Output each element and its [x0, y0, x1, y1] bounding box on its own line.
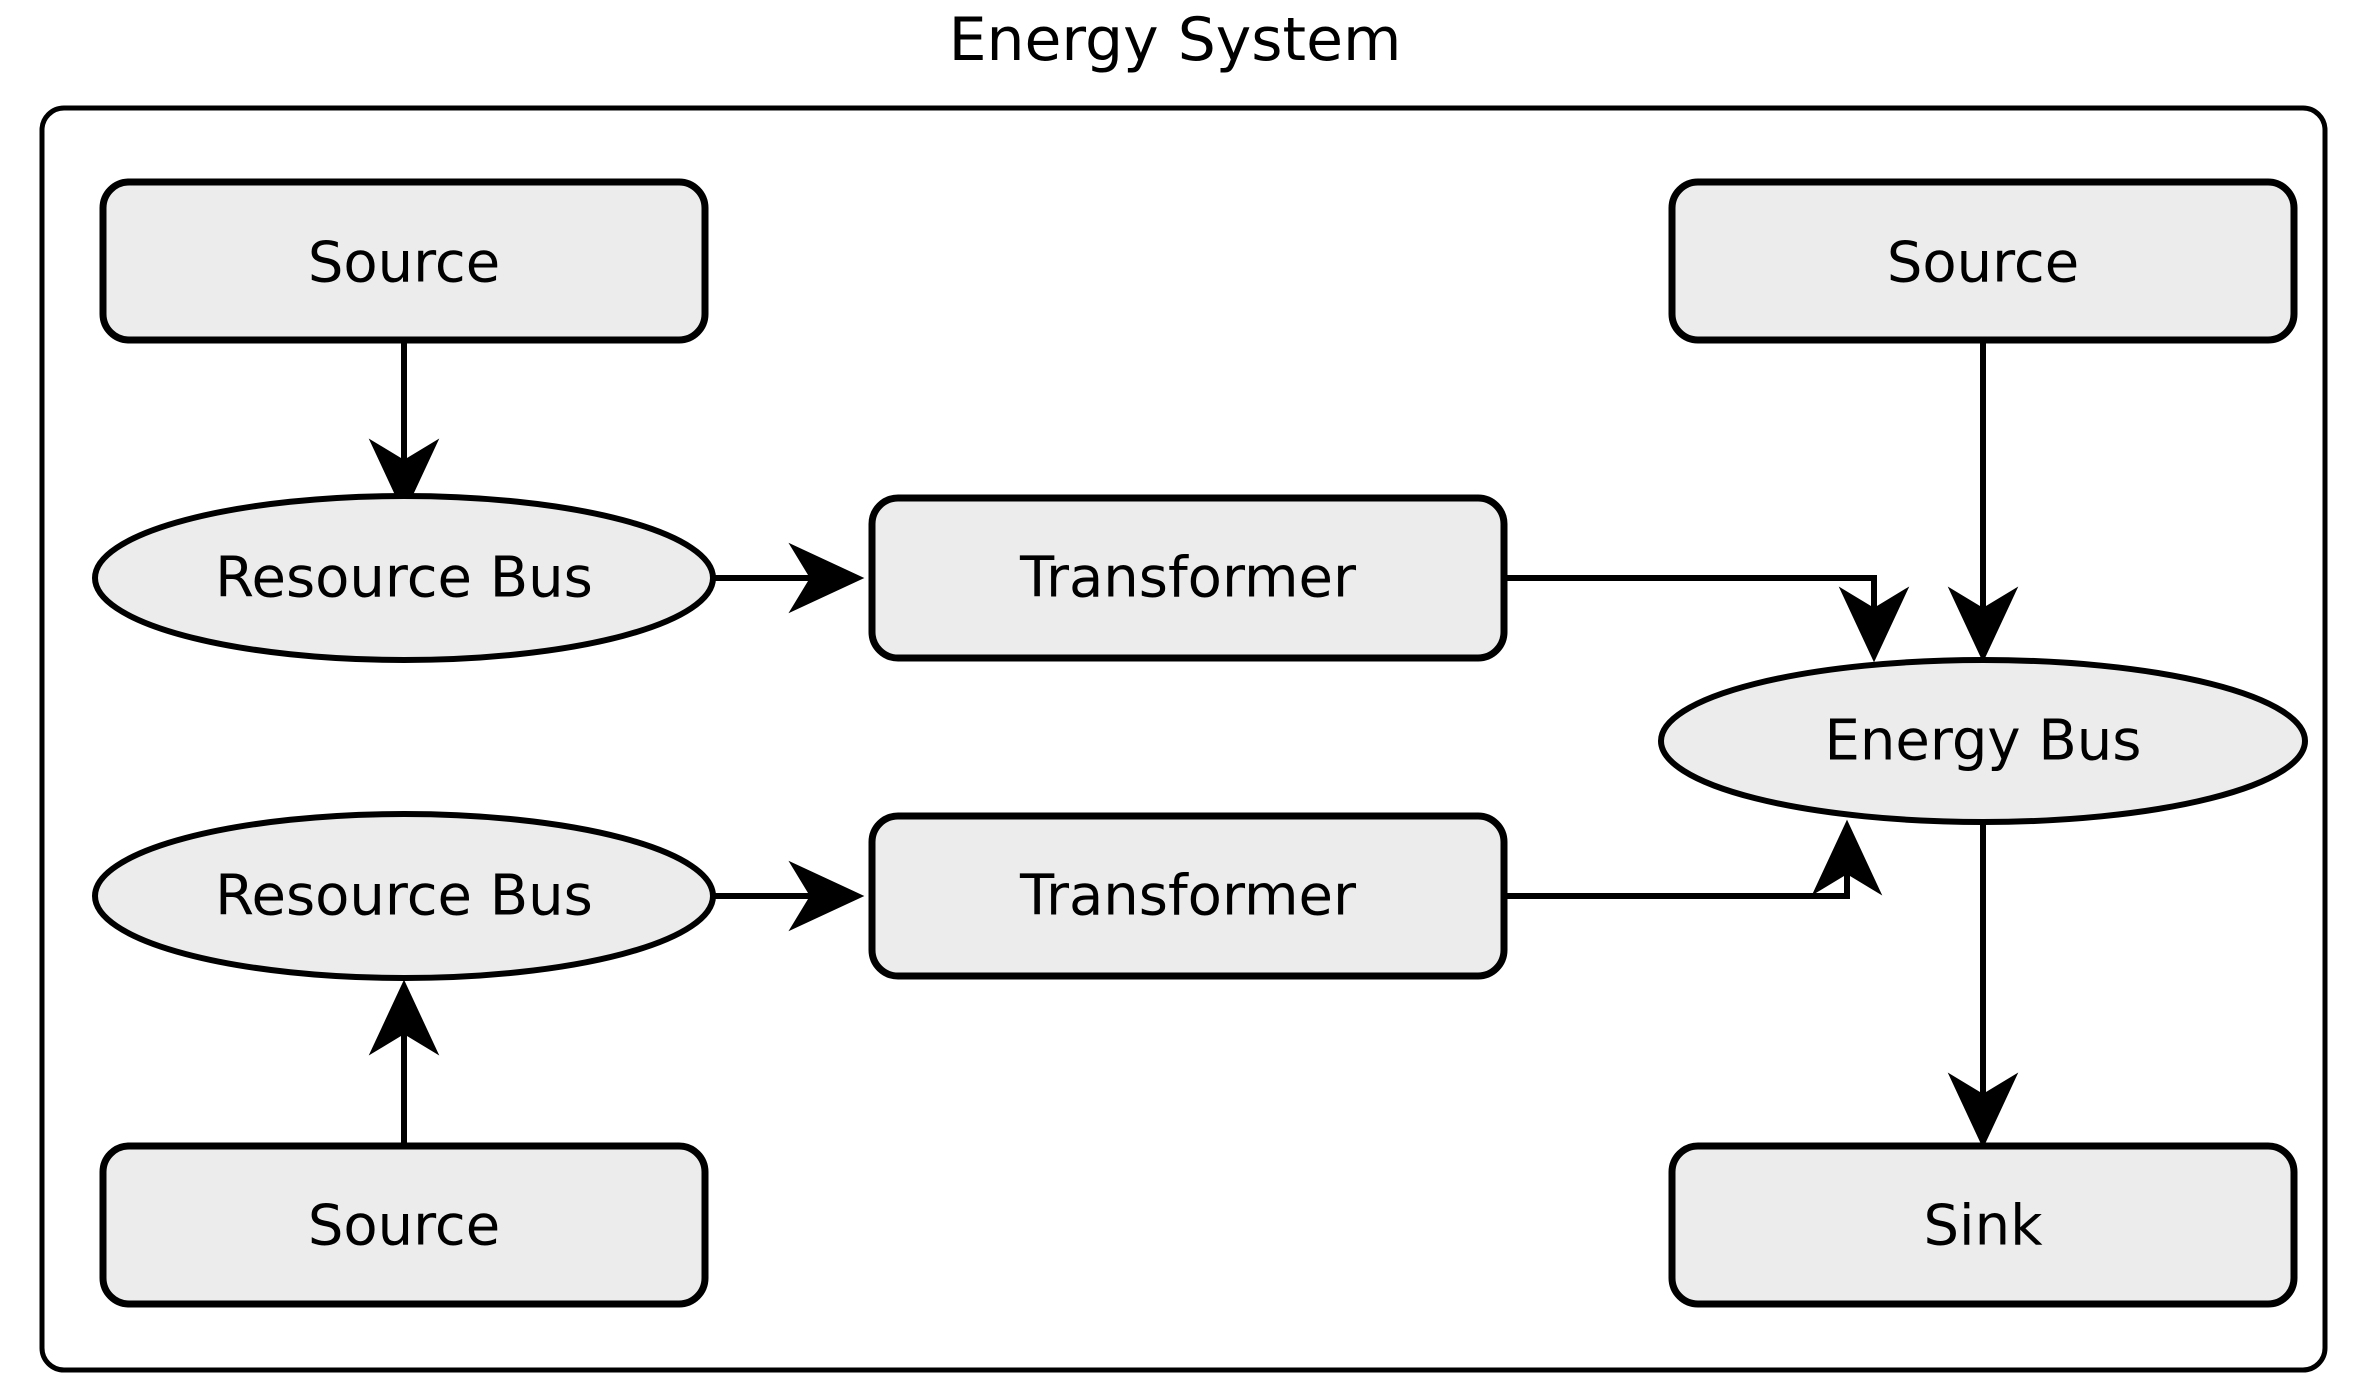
node-source-top-left[interactable]: Source	[99, 178, 709, 344]
energy-bus-label: Energy Bus	[1825, 709, 2142, 774]
resource-bus-top-label: Resource Bus	[215, 546, 593, 611]
resource-bus-bottom-label: Resource Bus	[215, 864, 593, 929]
edge-energy-bus-to-sink	[1947, 820, 2019, 1149]
node-source-bottom-left[interactable]: Source	[99, 1142, 709, 1308]
sink-shape[interactable]	[1668, 1142, 2298, 1308]
edge-transformer-bottom-to-energy-bus	[1506, 819, 1883, 899]
edge-resource-bus-top-to-transformer-top	[693, 542, 865, 614]
resource-bus-bottom-shape[interactable]	[92, 811, 716, 981]
source-top-left-label: Source	[308, 231, 500, 296]
node-sink[interactable]: Sink	[1668, 1142, 2298, 1308]
transformer-bottom-shape[interactable]	[868, 812, 1508, 980]
node-resource-bus-top[interactable]: Resource Bus	[92, 493, 716, 663]
transformer-bottom-label: Transformer	[1019, 864, 1357, 929]
source-top-right-shape[interactable]	[1668, 178, 2298, 344]
transformer-top-label: Transformer	[1019, 546, 1357, 611]
edge-resource-bus-bottom-to-transformer-bottom	[693, 860, 865, 932]
node-source-top-right[interactable]: Source	[1668, 178, 2298, 344]
source-top-left-shape[interactable]	[99, 178, 709, 344]
transformer-top-shape[interactable]	[868, 494, 1508, 662]
page-title: Energy System	[949, 5, 1402, 75]
edge-source-top-right-to-energy-bus	[1947, 340, 2019, 663]
source-bottom-left-label: Source	[308, 1194, 500, 1259]
node-energy-bus[interactable]: Energy Bus	[1658, 657, 2308, 825]
resource-bus-top-shape[interactable]	[92, 493, 716, 663]
sink-label: Sink	[1923, 1194, 2043, 1259]
cluster-border	[39, 105, 2328, 1373]
source-bottom-left-shape[interactable]	[99, 1142, 709, 1308]
node-transformer-top[interactable]: Transformer	[868, 494, 1508, 662]
node-resource-bus-bottom[interactable]: Resource Bus	[92, 811, 716, 981]
source-top-right-label: Source	[1887, 231, 2079, 296]
energy-bus-shape[interactable]	[1658, 657, 2308, 825]
node-transformer-bottom[interactable]: Transformer	[868, 812, 1508, 980]
edge-transformer-top-to-energy-bus	[1506, 575, 1910, 663]
edge-source-to-resource-bus-top	[368, 340, 440, 515]
edge-source-bottom-left-to-resource-bus-bottom	[368, 979, 440, 1146]
